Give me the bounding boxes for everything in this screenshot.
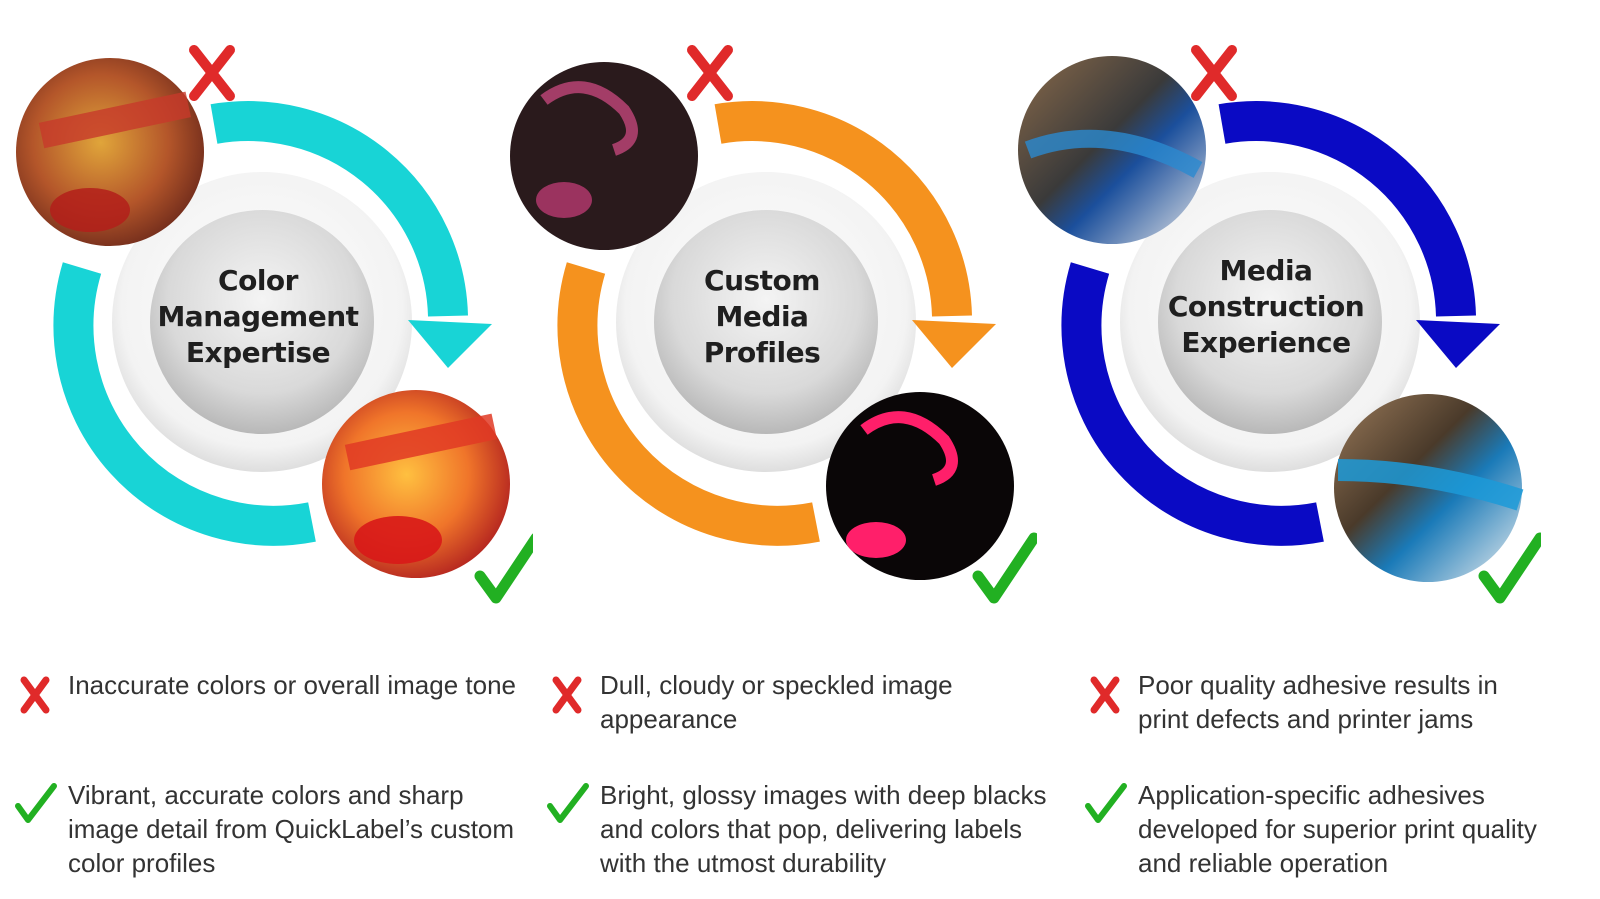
cycle-diagram — [1018, 45, 1541, 604]
title-line: Expertise — [185, 336, 331, 369]
title-line: Custom — [704, 264, 820, 297]
check-mark-icon — [972, 532, 1037, 604]
panel-media-construction: Media Construction Experience Poor quali… — [1008, 0, 1541, 899]
arrow-arc-bottom — [53, 262, 316, 546]
title-line: Media — [715, 300, 809, 333]
bullet-text: Poor quality adhesive results in print d… — [1138, 670, 1498, 734]
arrow-arc-bottom — [557, 262, 820, 546]
title-line: Profiles — [703, 336, 821, 369]
check-mark-icon — [15, 783, 57, 823]
title-line: Management — [157, 300, 359, 333]
curled-label-before-image — [1018, 56, 1206, 244]
arrow-arc-top — [1218, 101, 1476, 317]
arrow-head — [1416, 320, 1500, 368]
panel-title: Color Management Expertise — [138, 232, 378, 402]
x-mark-icon — [552, 676, 582, 714]
x-mark-icon — [189, 45, 235, 101]
bullet-text: Application-specific adhesives developed… — [1138, 780, 1537, 878]
x-mark-icon — [1090, 676, 1120, 714]
title-line: Color — [218, 264, 298, 297]
bullet-text: Vibrant, accurate colors and sharp image… — [68, 780, 515, 878]
arrow-arc-top — [210, 101, 468, 317]
arrow-head — [912, 320, 996, 368]
cycle-diagram — [16, 45, 533, 604]
hub-circle — [1158, 210, 1382, 434]
x-mark-icon — [1191, 45, 1237, 101]
check-mark-icon — [1478, 532, 1541, 604]
title-line: Experience — [1181, 326, 1351, 359]
panel-title: Custom Media Profiles — [642, 232, 882, 402]
title-line: Construction — [1167, 290, 1365, 323]
x-mark-icon — [20, 676, 50, 714]
arrow-arc-bottom — [1061, 262, 1324, 546]
title-line: Media — [1219, 254, 1313, 287]
hub-circle — [150, 210, 374, 434]
cycle-diagram — [510, 45, 1037, 604]
arrow-head — [408, 320, 492, 368]
hub-circle — [654, 210, 878, 434]
check-mark-icon — [1085, 783, 1127, 823]
bullet-text: Dull, cloudy or speckled image appearanc… — [600, 670, 953, 734]
panel-color-management: Color Management Expertise Inaccurate co… — [0, 0, 533, 899]
bullet-text: Bright, glossy images with deep blacks a… — [600, 780, 1047, 878]
check-mark-icon — [547, 783, 589, 823]
x-mark-icon — [687, 45, 733, 101]
arrow-arc-top — [714, 101, 972, 317]
check-mark-icon — [474, 533, 533, 604]
panel-title: Media Construction Experience — [1146, 222, 1386, 392]
bullet-text: Inaccurate colors or overall image tone — [68, 670, 517, 700]
panel-custom-media: Custom Media Profiles Dull, cloudy or sp… — [504, 0, 1047, 899]
